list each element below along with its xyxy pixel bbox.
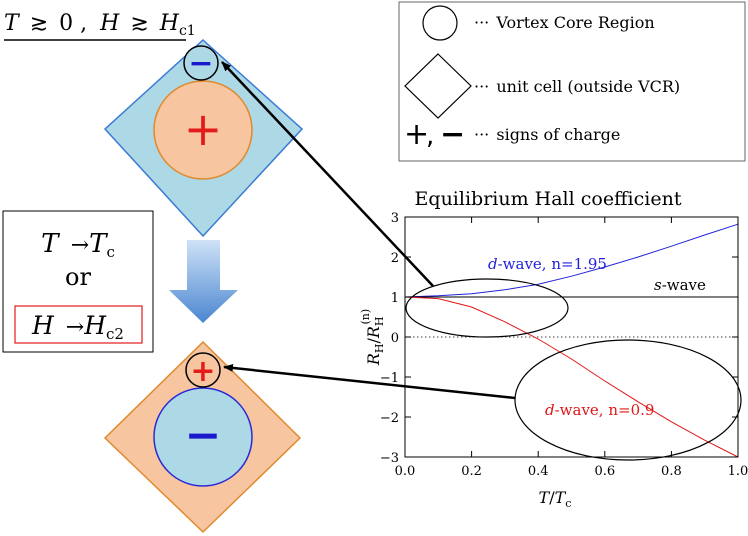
plus-sign-lower: + xyxy=(190,354,215,389)
trans-Hc2: H xyxy=(83,311,107,340)
legend-item-signs: ··· signs of charge xyxy=(474,125,620,144)
vortex-core-circle-lower xyxy=(185,352,221,388)
cond-H: H xyxy=(99,11,120,36)
x-tick-label: 0.2 xyxy=(461,464,482,479)
cond-Hc1: H xyxy=(159,11,180,36)
x-tick-label: 0.6 xyxy=(594,464,615,479)
vortex-core-circle-upper xyxy=(183,45,219,81)
cond-Hc1-sub: c1 xyxy=(179,23,196,39)
cond-rel1: ≳ xyxy=(30,11,48,36)
y-tick-label: −3 xyxy=(380,451,399,466)
svg-text:H →Hc2: H →Hc2 xyxy=(31,311,124,343)
legend-item-unit-cell: ··· unit cell (outside VCR) xyxy=(474,77,680,96)
legend: ··· Vortex Core Region ··· unit cell (ou… xyxy=(398,1,746,162)
y-tick-label: 3 xyxy=(391,211,399,226)
trans-Tc: T xyxy=(89,229,108,259)
annotation-swave: s-wave xyxy=(654,276,706,294)
legend-item-vcr: ··· Vortex Core Region xyxy=(474,13,655,32)
y-tick-label: 1 xyxy=(391,291,399,306)
trans-T: T xyxy=(41,229,60,259)
inner-region-circle-upper xyxy=(153,80,253,180)
legend-plus-icon: + xyxy=(404,117,429,152)
legend-diamond-icon xyxy=(404,53,472,119)
connector-arrow-lower xyxy=(223,363,516,400)
transition-down-arrow-icon xyxy=(169,240,238,323)
x-tick-label: 0.4 xyxy=(528,464,549,479)
y-tick-label: 2 xyxy=(391,251,399,266)
chart-title: Equilibrium Hall coefficient xyxy=(415,188,682,210)
lower-diagram: − + xyxy=(103,340,302,534)
annotation-dwave-195: d-wave, n=1.95 xyxy=(488,255,607,273)
cond-rel2: ≳ xyxy=(130,11,148,36)
cond-T: T xyxy=(4,11,21,36)
or-label: or xyxy=(65,263,91,291)
connector-arrow-upper xyxy=(221,61,434,287)
highlight-ellipse-dwave-09 xyxy=(514,339,742,461)
hall-coefficient-chart: Equilibrium Hall coefficient 0.0 0.2 0.4 0.… xyxy=(359,188,748,510)
trans-arrow2: → xyxy=(66,315,84,340)
legend-circle-icon xyxy=(422,5,458,41)
y-tick-label: 0 xyxy=(391,331,399,346)
x-tick-label: 0.8 xyxy=(661,464,682,479)
top-condition: T ≳ 0 , H ≳ Hc1 xyxy=(4,11,196,41)
trans-Tc-sub: c xyxy=(106,243,114,261)
plus-sign-upper: + xyxy=(184,102,223,156)
y-axis-label: RH/RH(n) xyxy=(359,309,386,366)
y-tick-label: −2 xyxy=(380,411,399,426)
transition-box: T →Tc or H →Hc2 xyxy=(2,210,154,353)
minus-sign-lower: − xyxy=(185,410,222,461)
legend-minus-icon: − xyxy=(440,117,465,152)
x-tick-label: 0.0 xyxy=(395,464,416,479)
trans-arrow1: → xyxy=(71,233,89,258)
svg-text:T →Tc: T →Tc xyxy=(41,229,115,261)
x-tick-label: 1.0 xyxy=(728,464,748,479)
trans-H: H xyxy=(31,311,55,340)
upper-diagram: + − xyxy=(103,38,304,238)
series-line-0 xyxy=(404,223,739,298)
cond-zero: 0 xyxy=(59,11,73,36)
x-axis-label: T/Tc xyxy=(539,488,572,510)
y-tick-label: −1 xyxy=(380,371,399,386)
highlight-ellipse-low-temp xyxy=(405,278,569,338)
x-axis-label-T: T xyxy=(539,488,551,507)
inner-region-circle-lower xyxy=(153,387,253,487)
svg-text:RH/RH(n): RH/RH(n) xyxy=(359,309,386,366)
trans-Hc2-sub: c2 xyxy=(106,325,124,343)
chart-plot-frame xyxy=(404,216,739,458)
hc2-box xyxy=(14,305,143,344)
series-line-2 xyxy=(404,296,739,458)
legend-comma: , xyxy=(426,121,434,151)
minus-sign-upper: − xyxy=(188,46,213,81)
annotation-dwave-09: d-wave, n=0.9 xyxy=(545,401,654,419)
svg-text:T ≳ 0 ,: T ≳ 0 , H ≳ Hc1 xyxy=(4,11,196,39)
